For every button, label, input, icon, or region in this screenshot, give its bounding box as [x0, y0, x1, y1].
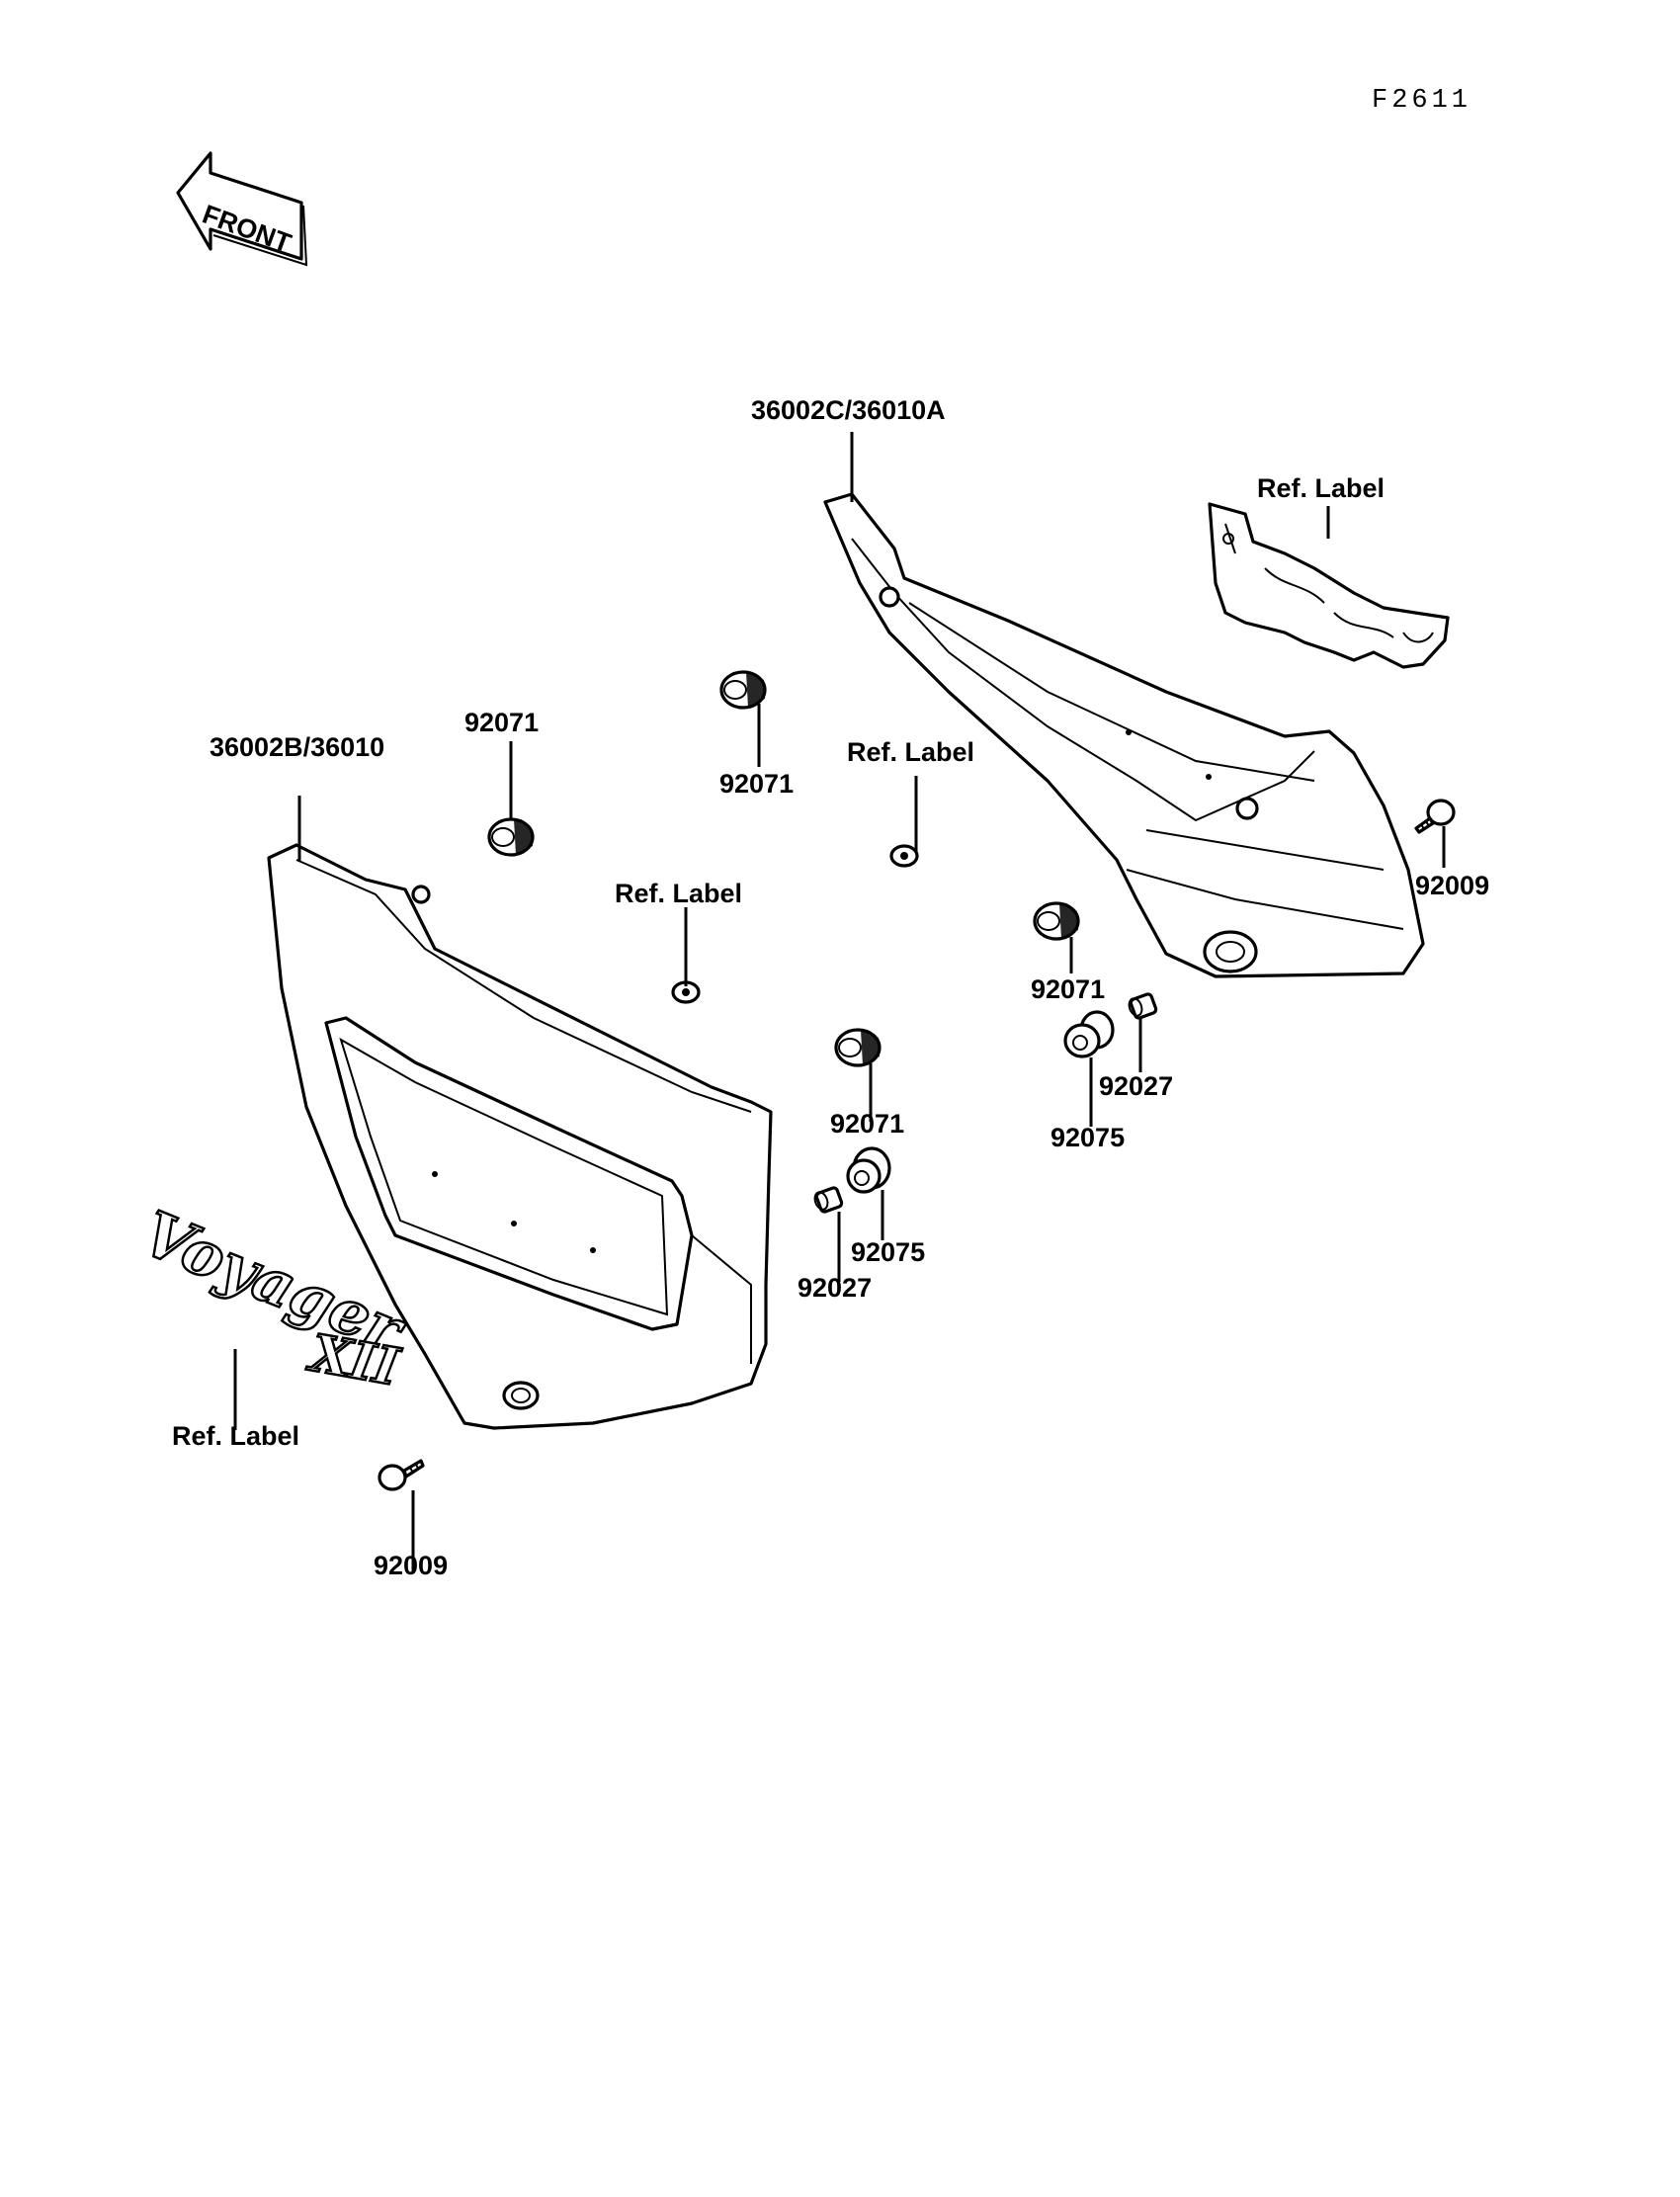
damper-right	[1063, 1010, 1115, 1058]
callout-damper-left: 92075	[851, 1237, 925, 1267]
callout-cover-left-part: 36002B/36010	[210, 732, 384, 762]
leader-lines	[233, 432, 1446, 1571]
bolt-bottom-left	[378, 1459, 425, 1491]
callout-cover-right-part: 36002C/36010A	[751, 395, 946, 425]
callout-ref-label-top-right: Ref. Label	[1257, 473, 1385, 503]
bolt-right	[1414, 799, 1456, 834]
left-side-cover	[267, 843, 773, 1430]
front-direction-arrow-icon: FRONT	[176, 151, 308, 267]
grommet-top-center	[719, 670, 767, 710]
collar-right	[1128, 992, 1158, 1020]
collar-left	[813, 1186, 844, 1214]
callout-grommet-top-center: 92071	[719, 769, 794, 799]
callout-ref-label-bottom-left: Ref. Label	[172, 1421, 299, 1451]
callout-grommet-center: 92071	[830, 1109, 904, 1139]
callout-ref-label-center: Ref. Label	[615, 879, 742, 908]
right-emblem-logo	[1208, 502, 1450, 669]
callout-grommet-right: 92071	[1031, 974, 1105, 1004]
callout-ref-label-center-right: Ref. Label	[847, 737, 974, 767]
figure-code: F2611	[1372, 86, 1471, 116]
grommet-right	[1033, 901, 1080, 941]
callout-damper-right: 92075	[1050, 1123, 1125, 1152]
callout-collar-right: 92027	[1099, 1071, 1173, 1101]
damper-left	[846, 1146, 891, 1194]
callout-grommet-top-left: 92071	[464, 708, 539, 737]
callout-bolt-right: 92009	[1415, 871, 1489, 900]
right-side-cover	[823, 492, 1425, 978]
grommet-center	[834, 1028, 882, 1067]
grommet-top-left	[487, 817, 535, 857]
ref-label-clip-right	[889, 844, 919, 868]
callout-collar-left: 92027	[798, 1273, 872, 1303]
callout-bolt-bottom-left: 92009	[374, 1551, 448, 1580]
